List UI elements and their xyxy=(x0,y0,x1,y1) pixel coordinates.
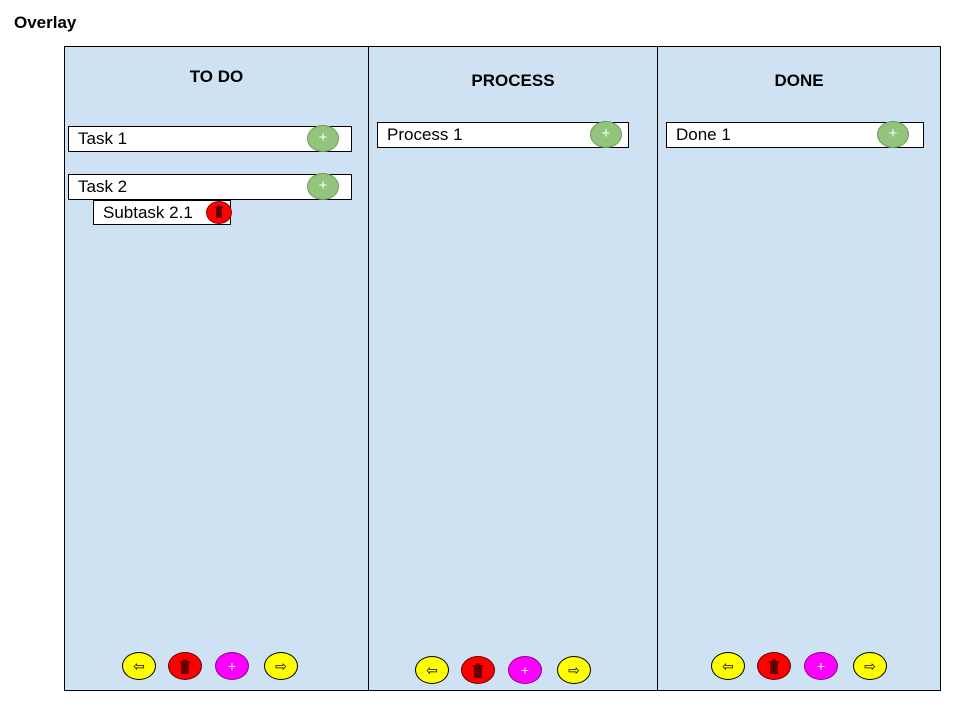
delete-button[interactable] xyxy=(461,656,495,684)
add-subtask-button[interactable]: + xyxy=(307,173,339,200)
trash-icon xyxy=(215,205,223,218)
add-task-button[interactable]: + xyxy=(215,652,249,680)
plus-icon: + xyxy=(888,125,898,142)
subtask-label: Subtask 2.1 xyxy=(103,203,193,222)
arrow-left-icon: ⇦ xyxy=(426,662,438,678)
move-left-button[interactable]: ⇦ xyxy=(122,652,156,680)
add-subtask-button[interactable]: + xyxy=(307,125,339,152)
task-card[interactable]: Done 1 + xyxy=(666,121,924,148)
arrow-right-icon: ⇨ xyxy=(275,658,287,674)
task-label: Task 1 xyxy=(78,129,128,148)
add-task-button[interactable]: + xyxy=(508,656,542,684)
column-title: DONE xyxy=(774,71,824,90)
plus-icon: + xyxy=(318,129,328,146)
page-title: Overlay xyxy=(14,13,77,32)
move-right-button[interactable]: ⇨ xyxy=(557,656,591,684)
task-label: Process 1 xyxy=(387,125,463,144)
move-left-button[interactable]: ⇦ xyxy=(711,652,745,680)
trash-icon xyxy=(180,659,190,675)
plus-icon: + xyxy=(318,177,328,194)
task-card[interactable]: Task 2 + xyxy=(68,173,352,200)
move-right-button[interactable]: ⇨ xyxy=(264,652,298,680)
plus-icon: + xyxy=(601,125,611,142)
column-process: PROCESS Process 1 + ⇦ + ⇨ xyxy=(368,46,658,691)
task-card[interactable]: Process 1 + xyxy=(377,121,629,148)
delete-button[interactable] xyxy=(168,652,202,680)
add-task-button[interactable]: + xyxy=(804,652,838,680)
trash-icon xyxy=(769,659,779,675)
column-todo: TO DO Task 1 + Task 2 + Subtask 2.1 ⇦ xyxy=(64,46,369,691)
task-label: Task 2 xyxy=(78,177,128,196)
column-title: TO DO xyxy=(189,67,244,86)
arrow-right-icon: ⇨ xyxy=(568,662,580,678)
column-title: PROCESS xyxy=(471,71,555,90)
delete-subtask-button[interactable] xyxy=(206,201,232,224)
add-subtask-button[interactable]: + xyxy=(877,121,909,148)
trash-icon xyxy=(473,663,483,679)
column-done: DONE Done 1 + ⇦ + ⇨ xyxy=(657,46,941,691)
task-card[interactable]: Task 1 + xyxy=(68,125,352,152)
delete-button[interactable] xyxy=(757,652,791,680)
plus-icon: + xyxy=(520,662,530,678)
arrow-left-icon: ⇦ xyxy=(722,658,734,674)
arrow-left-icon: ⇦ xyxy=(133,658,145,674)
task-label: Done 1 xyxy=(676,125,731,144)
add-subtask-button[interactable]: + xyxy=(590,121,622,148)
plus-icon: + xyxy=(816,658,826,674)
move-right-button[interactable]: ⇨ xyxy=(853,652,887,680)
plus-icon: + xyxy=(227,658,237,674)
move-left-button[interactable]: ⇦ xyxy=(415,656,449,684)
arrow-right-icon: ⇨ xyxy=(864,658,876,674)
subtask-card[interactable]: Subtask 2.1 xyxy=(93,200,232,225)
